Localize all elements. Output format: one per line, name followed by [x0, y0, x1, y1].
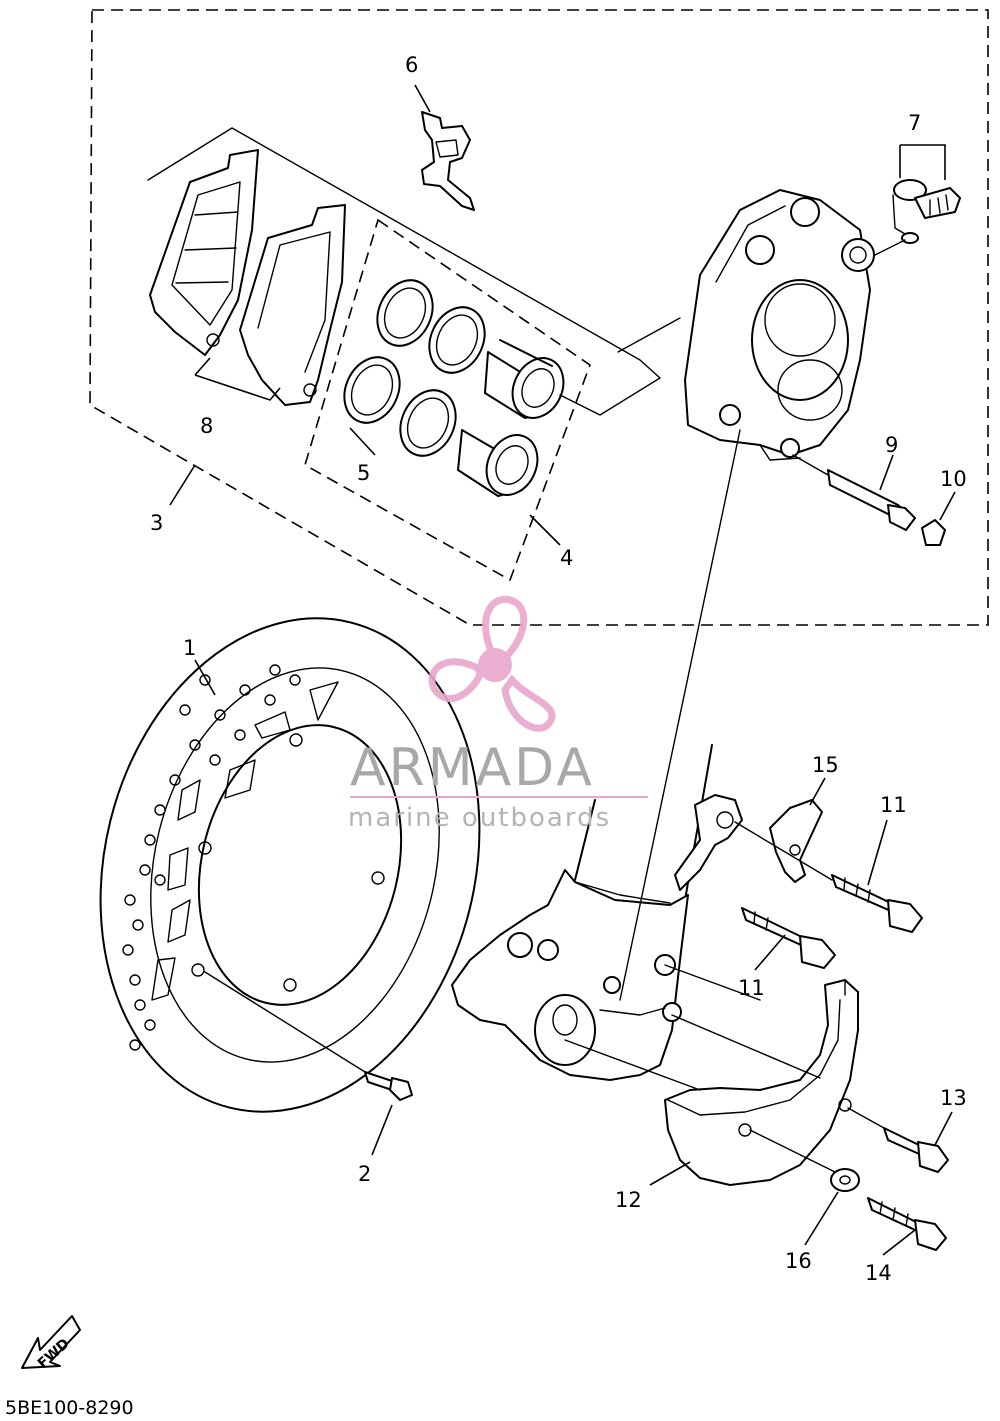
- drawing-code: 5BE100-8290: [5, 1397, 134, 1419]
- watermark-tagline: marine outboards: [348, 803, 611, 833]
- part-label-8: 8: [200, 414, 213, 438]
- brake-disc-cover: [664, 979, 859, 1186]
- bracket-bolt-lower: [741, 907, 836, 969]
- part-label-5: 5: [357, 461, 370, 485]
- pad-clip: [421, 111, 475, 211]
- guide-lines: [147, 127, 661, 416]
- piston-seal-lower-left: [343, 356, 401, 424]
- brake-disc: [99, 617, 481, 1113]
- leader-15: [809, 777, 826, 806]
- assembly-boundary-dashed: [89, 9, 989, 626]
- leader-7: [899, 144, 946, 180]
- piston-lower: [457, 429, 539, 497]
- part-label-11a: 11: [880, 793, 907, 817]
- piston-upper: [484, 339, 565, 419]
- part-label-4: 4: [560, 546, 573, 570]
- alignment-line-fork: [664, 964, 761, 1001]
- cover-bolt-14: [867, 1197, 947, 1251]
- leader-10: [939, 491, 956, 521]
- part-label-10: 10: [940, 467, 967, 491]
- part-label-12: 12: [615, 1188, 642, 1212]
- leader-8: [194, 357, 281, 401]
- part-label-14: 14: [865, 1261, 892, 1285]
- piston-seal-lower-right: [399, 389, 457, 457]
- part-label-15: 15: [812, 753, 839, 777]
- piston-seal-upper-left: [376, 279, 434, 347]
- bracket-bolt-upper: [734, 821, 923, 933]
- leader-6: [414, 84, 431, 113]
- bleed-screw: [874, 179, 961, 256]
- caliper-nut: [921, 519, 946, 546]
- alignment-line-cover-lower: [564, 1039, 701, 1091]
- cover-bolt-13: [847, 1107, 949, 1173]
- part-label-16: 16: [785, 1249, 812, 1273]
- leader-2: [371, 1104, 393, 1156]
- leader-5: [349, 427, 376, 456]
- watermark: ARMADA marine outboards: [348, 595, 648, 833]
- leader-14: [882, 1229, 916, 1256]
- leader-4: [529, 514, 561, 546]
- brake-caliper-body: [684, 189, 875, 461]
- leader-12: [649, 1161, 691, 1186]
- part-label-13: 13: [940, 1086, 967, 1110]
- part-label-1: 1: [183, 636, 196, 660]
- guide-line-caliper: [617, 317, 681, 353]
- forward-direction-arrow-icon: FWD: [21, 1315, 81, 1372]
- leader-11b: [754, 934, 786, 971]
- washer: [749, 1129, 860, 1192]
- part-label-3: 3: [150, 511, 163, 535]
- propeller-logo-icon: [428, 595, 556, 732]
- alignment-line-caliper: [619, 429, 741, 1001]
- brake-pad-outer: [149, 149, 259, 356]
- part-label-2: 2: [358, 1162, 371, 1186]
- alignment-line-cover: [671, 1014, 821, 1079]
- piston-group-dashed: [304, 218, 591, 582]
- sensor-bracket: [674, 794, 743, 891]
- piston-seal-upper-right: [428, 306, 486, 374]
- cover-bracket: [769, 799, 823, 883]
- leader-16: [804, 1191, 839, 1246]
- part-label-11b: 11: [738, 976, 765, 1000]
- leader-13: [934, 1111, 953, 1146]
- leader-11a: [867, 819, 888, 886]
- part-label-6: 6: [405, 53, 418, 77]
- watermark-brand: ARMADA: [350, 738, 595, 798]
- part-label-7: 7: [908, 111, 921, 135]
- leader-9: [879, 454, 894, 491]
- leader-1: [194, 659, 216, 696]
- part-label-9: 9: [885, 433, 898, 457]
- caliper-pin-bolt: [792, 454, 916, 531]
- disc-bolt: [204, 971, 413, 1101]
- front-fork-leg: [451, 744, 713, 1081]
- brake-pad-inner: [239, 204, 346, 406]
- leader-3: [169, 464, 196, 506]
